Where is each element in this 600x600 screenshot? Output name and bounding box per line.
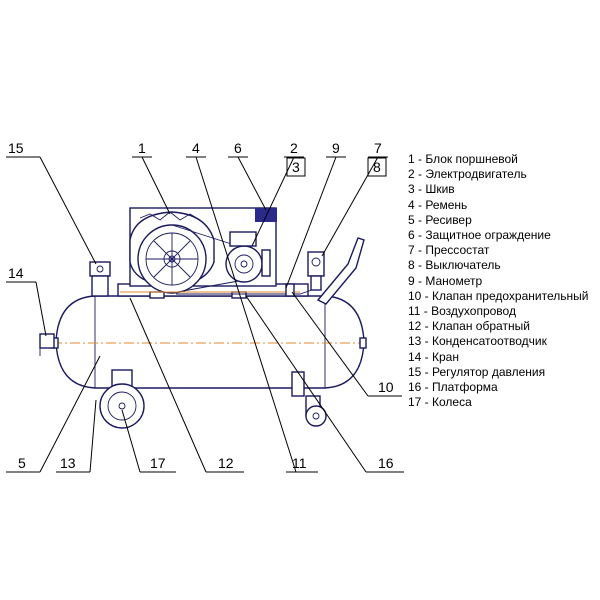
- legend-item-6: 6 - Защитное ограждение: [408, 228, 551, 243]
- rear-wheel: [291, 371, 327, 427]
- pressure-regulator: [89, 261, 111, 297]
- legend-item-10: 10 - Клапан предохранительный: [408, 288, 589, 303]
- legend-item-1: 1 - Блок поршневой: [408, 152, 518, 166]
- legend-item-14: 14 - Кран: [408, 349, 459, 364]
- piston-block: [129, 211, 215, 294]
- callout-14: 14: [8, 265, 24, 281]
- callout-7: 7: [374, 140, 382, 156]
- callout-2: 2: [290, 140, 298, 156]
- callout-4: 4: [192, 140, 200, 156]
- callout-8-box: [367, 157, 387, 177]
- legend-item-3: 3 - Шкив: [408, 182, 455, 197]
- parts-legend: 1 - Блок поршневой 2 - Электродвигатель …: [408, 152, 598, 410]
- tap: [39, 333, 55, 356]
- receiver-tank: [51, 295, 367, 389]
- pressure-switch: [307, 251, 325, 291]
- callout-11: 11: [292, 455, 307, 471]
- callout-6: 6: [234, 140, 242, 156]
- legend-item-11: 11 - Воздухопровод: [408, 304, 516, 319]
- handle: [316, 237, 365, 305]
- callout-16: 16: [378, 455, 394, 471]
- legend-item-17: 17 - Колеса: [408, 395, 472, 410]
- callout-labels: 15 1 4 6 2 3 9 7 8 14 10 5 13 17 12 11 1…: [8, 140, 394, 471]
- callout-8: 8: [373, 159, 381, 175]
- legend-item-5: 5 - Ресивер: [408, 212, 472, 227]
- legend-item-15: 15 - Регулятор давления: [408, 364, 546, 379]
- legend-item-9: 9 - Манометр: [408, 273, 483, 288]
- legend-item-13: 13 - Конденсатоотводчик: [408, 334, 547, 349]
- legend-item-16: 16 - Платформа: [408, 380, 498, 395]
- callout-15: 15: [8, 140, 24, 156]
- legend-item-7: 7 - Прессостат: [408, 243, 490, 258]
- air-line: [120, 289, 313, 295]
- callout-10: 10: [378, 379, 394, 395]
- leader-lines: [6, 156, 404, 473]
- callout-17: 17: [150, 455, 166, 471]
- legend-item-4: 4 - Ремень: [408, 197, 468, 212]
- callout-5: 5: [18, 455, 26, 471]
- safety-valve: [285, 283, 295, 297]
- legend-item-12: 12 - Клапан обратный: [408, 319, 530, 334]
- legend-item-8: 8 - Выключатель: [408, 258, 501, 273]
- legend-item-2: 2 - Электродвигатель: [408, 167, 527, 182]
- callout-12: 12: [218, 455, 234, 471]
- electric-motor: [225, 231, 271, 283]
- front-wheel: [99, 369, 145, 429]
- callout-1: 1: [138, 140, 146, 156]
- callout-9: 9: [332, 140, 340, 156]
- callout-3: 3: [292, 159, 300, 175]
- callout-3-box: [286, 157, 306, 177]
- callout-13: 13: [60, 455, 76, 471]
